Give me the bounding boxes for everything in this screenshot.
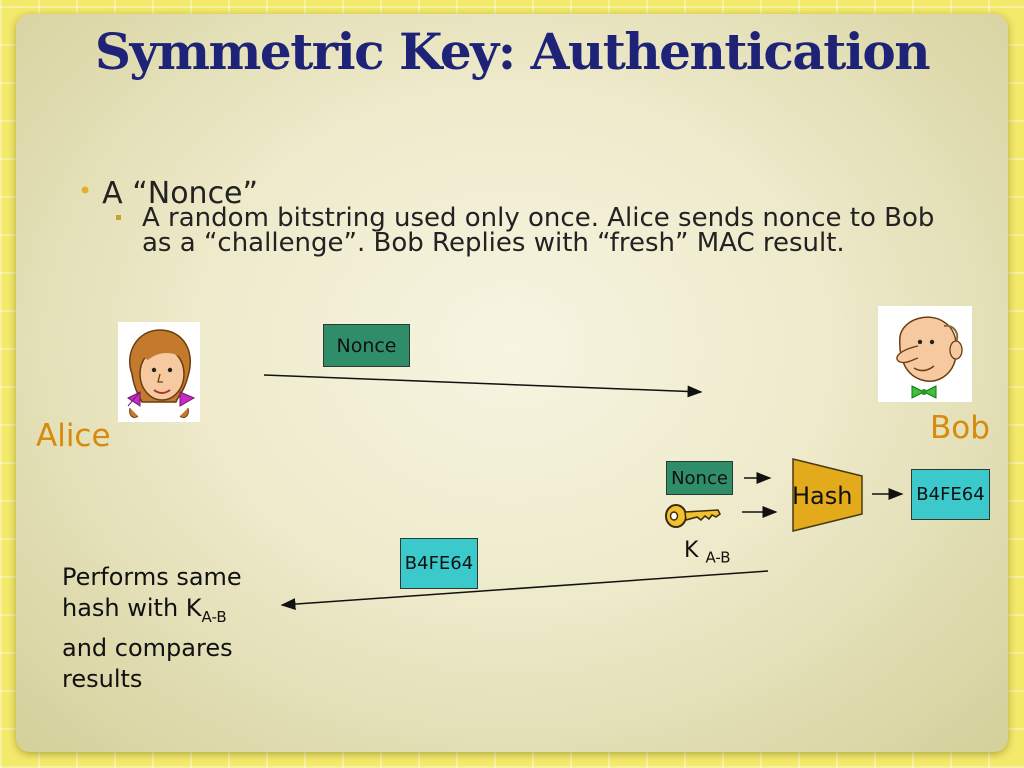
alice-label: Alice <box>36 418 111 454</box>
key-label: K A-B <box>684 538 731 566</box>
nonce-box-top: Nonce <box>323 324 410 367</box>
alice-avatar <box>118 322 200 422</box>
result-box-right: B4FE64 <box>911 469 990 520</box>
alice-note-line-2: hash with KA-B <box>62 593 242 633</box>
nonce-box-right: Nonce <box>666 461 733 495</box>
alice-note-line-4: results <box>62 664 143 693</box>
bob-label: Bob <box>930 410 990 446</box>
nonce-arrow-to-bob <box>263 374 703 398</box>
key-label-text: K <box>684 538 699 563</box>
result-arrow-to-alice <box>280 570 769 611</box>
key-icon <box>665 504 721 528</box>
bullet-sub-text: A random bitstring used only once. Alice… <box>142 203 935 258</box>
slide-title: Symmetric Key: Authentication <box>94 22 931 81</box>
alice-note-line-2-text: hash with K <box>62 594 202 622</box>
alice-note-line-3: and compares <box>62 633 233 662</box>
bob-avatar <box>878 306 972 402</box>
alice-note: Performs same hash with KA-B and compare… <box>62 562 242 695</box>
sub-bullet-square-icon <box>116 215 121 220</box>
result-box-middle: B4FE64 <box>400 538 478 589</box>
bullet-main: • A “Nonce” <box>78 176 258 211</box>
key-label-sub: A-B <box>705 548 731 567</box>
bullet-main-text: A “Nonce” <box>102 176 259 211</box>
bullet-dot-icon: • <box>78 177 93 205</box>
alice-note-line-1: Performs same <box>62 563 242 591</box>
alice-note-sub: A-B <box>201 607 227 626</box>
hash-label: Hash <box>792 482 853 510</box>
hash-shape <box>792 458 863 532</box>
